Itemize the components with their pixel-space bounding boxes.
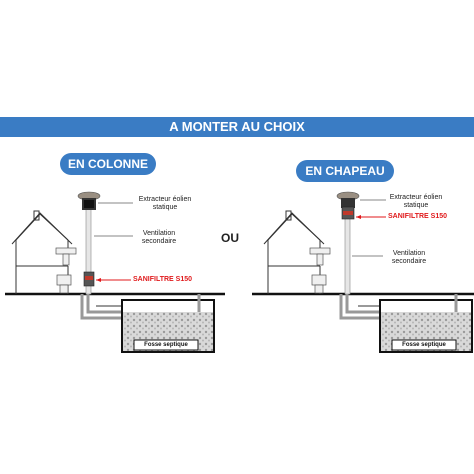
left-sanifiltre-label: SANIFILTRE S150 bbox=[133, 276, 192, 283]
left-extracteur-label: Extracteur éolien statique bbox=[138, 196, 192, 211]
right-fosse-label: Fosse septique bbox=[402, 342, 446, 348]
left-ventilation-label: Ventilation secondaire bbox=[141, 230, 177, 245]
right-ventilation-label: Ventilation secondaire bbox=[391, 250, 427, 265]
left-diagram bbox=[5, 191, 225, 353]
sink-icon bbox=[55, 247, 77, 266]
sanifiltre-icon bbox=[341, 206, 355, 220]
toilet-icon bbox=[311, 274, 327, 294]
pill-en-chapeau: EN CHAPEAU bbox=[296, 160, 394, 182]
right-sanifiltre-label: SANIFILTRE S150 bbox=[388, 213, 447, 220]
wind-extractor-icon bbox=[336, 191, 360, 208]
sink-icon bbox=[309, 247, 331, 266]
ou-label: OU bbox=[221, 231, 239, 245]
sanifiltre-icon bbox=[83, 271, 95, 287]
left-fosse-label: Fosse septique bbox=[144, 342, 188, 348]
septic-tank-icon bbox=[379, 294, 473, 353]
right-extracteur-label: Extracteur éolien statique bbox=[389, 194, 443, 209]
septic-tank-icon bbox=[121, 294, 215, 353]
wind-extractor-icon bbox=[77, 191, 101, 210]
pill-en-colonne: EN COLONNE bbox=[60, 153, 156, 175]
right-diagram bbox=[252, 191, 474, 353]
title-banner: A MONTER AU CHOIX bbox=[0, 117, 474, 137]
toilet-icon bbox=[56, 274, 72, 294]
